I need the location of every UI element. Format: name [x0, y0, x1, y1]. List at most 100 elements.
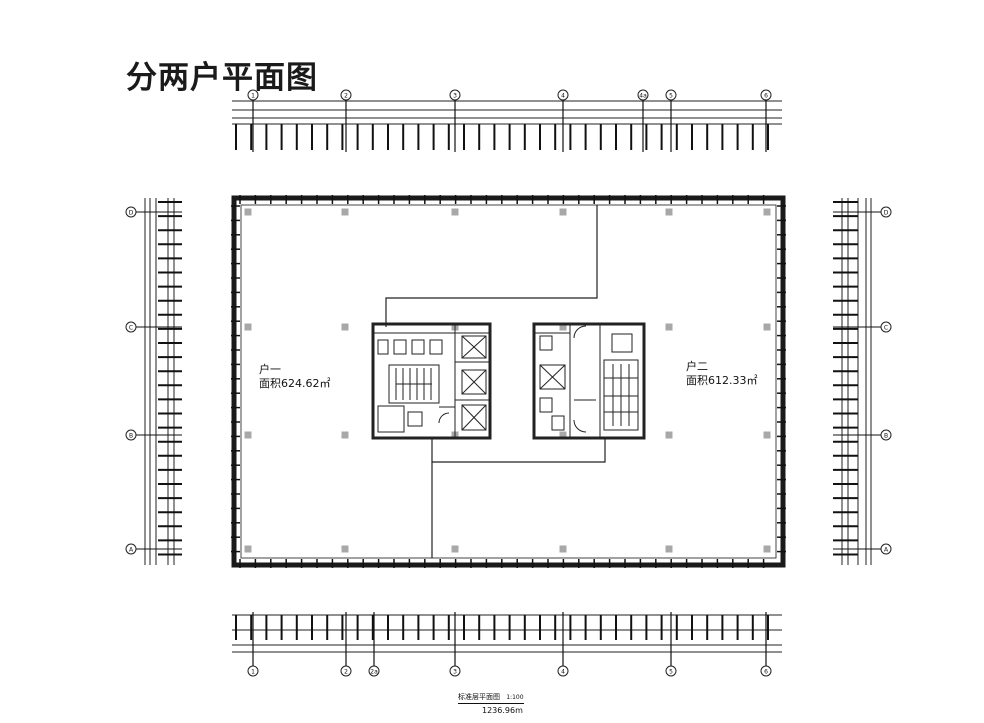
column — [341, 431, 349, 439]
axis-bubble-label: 4a — [639, 93, 647, 100]
drawing-caption-area: 1236.96m — [482, 706, 523, 715]
column — [665, 208, 673, 216]
unit-label-one: 户一 面积624.62㎡ — [259, 363, 331, 391]
axis-bubble-circle — [880, 321, 892, 333]
unit-two-name: 户二 — [686, 360, 708, 373]
axis-bubble: 1 — [247, 89, 259, 101]
column — [665, 545, 673, 553]
axis-bubble: D — [880, 206, 892, 218]
unit-partition-line — [385, 205, 598, 327]
axis-bubble: B — [125, 429, 137, 441]
axis-bubble-circle — [557, 665, 569, 677]
unit-one-area: 面积624.62㎡ — [259, 377, 331, 390]
axis-bubble-circle — [125, 429, 137, 441]
axis-bubble: 1 — [247, 665, 259, 677]
column — [763, 323, 771, 331]
axis-bubble: 2 — [340, 89, 352, 101]
column — [244, 431, 252, 439]
column — [665, 323, 673, 331]
unit-label-two: 户二 面积612.33㎡ — [686, 360, 758, 388]
axis-bubble-label: 1 — [251, 93, 255, 100]
axis-bubble-label: C — [129, 325, 133, 332]
axis-bubble-circle — [125, 206, 137, 218]
axis-bubble-label: 5 — [669, 93, 673, 100]
axis-bubble-circle — [665, 89, 677, 101]
axis-bubble-label: 5 — [669, 669, 673, 676]
axis-bubble-label: A — [884, 547, 889, 554]
column — [763, 431, 771, 439]
column — [763, 545, 771, 553]
core-right — [532, 322, 646, 440]
axis-bubble: 4a — [637, 89, 649, 101]
axis-bubble-circle — [449, 89, 461, 101]
unit-partition-line-lower — [431, 438, 606, 463]
column — [559, 208, 567, 216]
column — [244, 545, 252, 553]
unit-one-name: 户一 — [259, 363, 281, 376]
axis-bubble-label: 2 — [344, 93, 348, 100]
axis-bubble-label: 3 — [453, 93, 457, 100]
axis-bubble-label: 2a — [370, 669, 378, 676]
column — [559, 323, 567, 331]
axis-bubble: A — [125, 543, 137, 555]
axis-bubble-circle — [125, 321, 137, 333]
column — [451, 545, 459, 553]
column — [763, 208, 771, 216]
axis-bubble-label: B — [884, 433, 888, 440]
page-title: 分两户平面图 — [126, 60, 318, 96]
axis-bubble-label: D — [129, 210, 134, 217]
dimension-lines — [136, 100, 881, 666]
unit-two-area: 面积612.33㎡ — [686, 374, 758, 387]
axis-bubble-label: 2 — [344, 669, 348, 676]
column — [341, 208, 349, 216]
axis-bubble-circle — [247, 665, 259, 677]
axis-bubble-circle — [665, 665, 677, 677]
axis-bubble-label: C — [884, 325, 888, 332]
axis-bubble-circle — [247, 89, 259, 101]
drawing-caption-title-row: 标准层平面图 1:100 — [458, 692, 524, 704]
column — [665, 431, 673, 439]
axis-bubble-label: 6 — [764, 669, 768, 676]
column — [451, 208, 459, 216]
drawing-caption: 标准层平面图 1:100 1236.96m — [458, 692, 524, 715]
axis-bubble-circle — [880, 429, 892, 441]
axis-bubble-label: 4 — [561, 93, 565, 100]
axis-bubble-circle — [880, 206, 892, 218]
column — [244, 323, 252, 331]
axis-bubble-circle — [760, 89, 772, 101]
axis-bubble-circle — [557, 89, 569, 101]
column — [341, 545, 349, 553]
axis-bubble: C — [125, 321, 137, 333]
axis-bubble: 6 — [760, 89, 772, 101]
axis-bubble-label: B — [129, 433, 133, 440]
axis-bubble: 2 — [340, 665, 352, 677]
axis-bubble: 5 — [665, 665, 677, 677]
axis-bubble: 5 — [665, 89, 677, 101]
axis-bubble: C — [880, 321, 892, 333]
axis-bubble-label: 1 — [251, 669, 255, 676]
column — [559, 545, 567, 553]
column — [559, 431, 567, 439]
column — [341, 323, 349, 331]
axis-bubble-circle — [125, 543, 137, 555]
axis-bubble: A — [880, 543, 892, 555]
dimension-ticks — [158, 124, 858, 640]
axis-bubble-circle — [340, 665, 352, 677]
drawing-caption-scale: 1:100 — [506, 694, 524, 701]
axis-bubble: 4 — [557, 89, 569, 101]
facade-mullions — [231, 195, 786, 568]
axis-bubble-label: 3 — [453, 669, 457, 676]
axis-bubble-circle — [449, 665, 461, 677]
core-left — [371, 322, 492, 440]
outer-wall — [231, 195, 786, 568]
axis-bubble: 4 — [557, 665, 569, 677]
axis-bubble-label: 4 — [561, 669, 565, 676]
axis-bubble-label: 6 — [764, 93, 768, 100]
axis-bubble-circle — [340, 89, 352, 101]
axis-bubble-label: D — [884, 210, 889, 217]
axis-bubble-circle — [880, 543, 892, 555]
axis-bubble: B — [880, 429, 892, 441]
axis-bubble: 2a — [368, 665, 380, 677]
axis-bubble: 3 — [449, 665, 461, 677]
